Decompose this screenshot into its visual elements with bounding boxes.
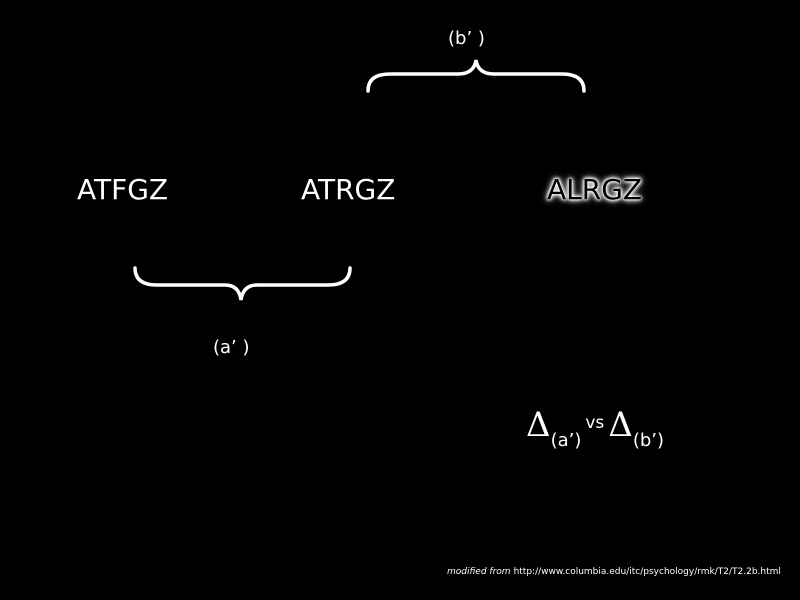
word-alrgz-highlighted: ALRGZ — [547, 173, 643, 206]
credit-prefix: modified from — [447, 567, 511, 577]
delta-sub-b: (b’) — [632, 430, 665, 451]
delta-sub-a: (a’) — [550, 430, 582, 451]
label-b-prime: (b’ ) — [448, 28, 485, 49]
delta-symbol-b: Δ — [608, 405, 633, 445]
brace-b — [366, 59, 586, 93]
credit-url: http://www.columbia.edu/itc/psychology/r… — [513, 567, 781, 577]
delta-symbol-a: Δ — [526, 405, 551, 445]
word-atrgz: ATRGZ — [301, 173, 396, 206]
word-atfgz: ATFGZ — [77, 173, 169, 206]
brace-a — [133, 266, 352, 301]
label-a-prime: (a’ ) — [213, 337, 250, 358]
vs-text: vs — [585, 413, 605, 433]
